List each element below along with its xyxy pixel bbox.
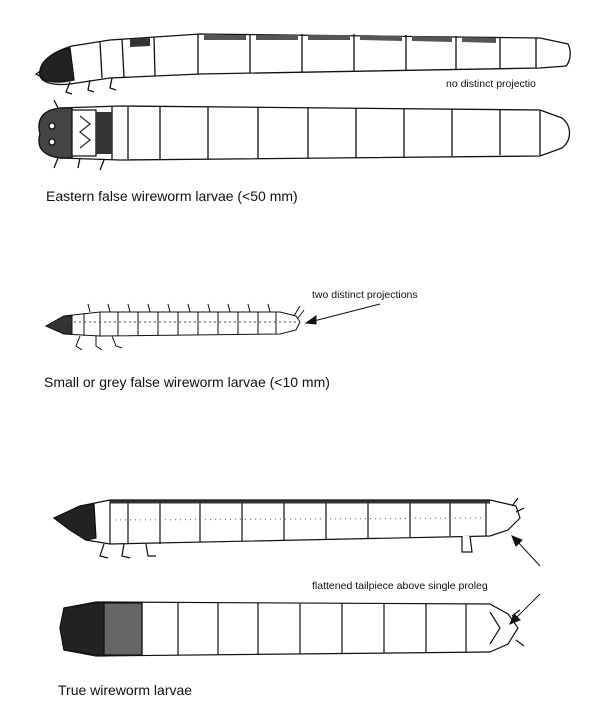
- true-larva-dorsal-view: [60, 602, 524, 656]
- grey-note-label: two distinct projections: [312, 289, 418, 301]
- grey-larva-side-view: [46, 304, 304, 350]
- grey-note-arrow: [306, 304, 380, 324]
- true-note-label: flattened tailpiece above single proleg: [312, 580, 488, 592]
- true-larva-side-view: [54, 498, 524, 558]
- true-caption: True wireworm larvae: [58, 682, 192, 698]
- true-note-arrows: [510, 536, 540, 624]
- eastern-larva-dorsal-view: [39, 100, 570, 170]
- eastern-caption: Eastern false wireworm larvae (<50 mm): [46, 188, 298, 204]
- eastern-note-label: no distinct projectio: [446, 78, 536, 90]
- grey-caption: Small or grey false wireworm larvae (<10…: [44, 374, 330, 390]
